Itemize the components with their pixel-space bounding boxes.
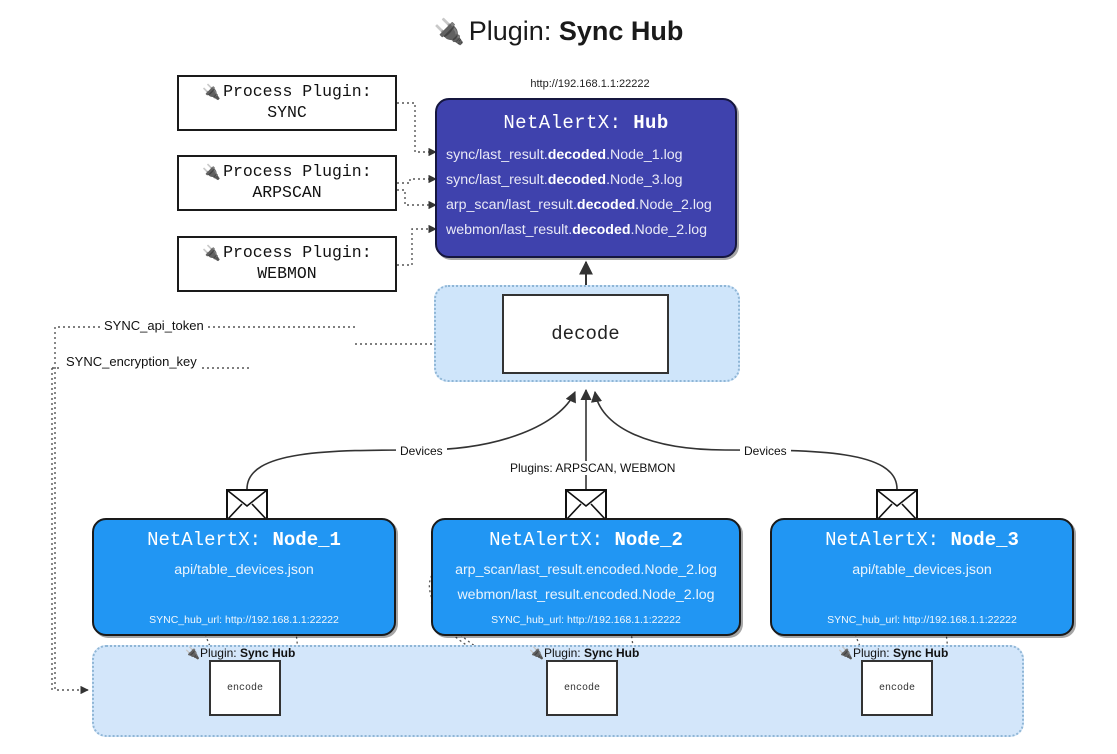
node-title: NetAlertX: Node_2 <box>489 529 683 551</box>
node-line: api/table_devices.json <box>174 562 314 578</box>
plug-icon: 🔌 <box>202 244 222 263</box>
plug-icon: 🔌 <box>202 163 222 182</box>
process-plugin-label: Process Plugin: <box>223 82 372 102</box>
page-title: 🔌Plugin: Sync Hub <box>0 16 1117 47</box>
hub-log-list: sync/last_result.decoded.Node_1.log sync… <box>437 143 735 243</box>
hub-title-prefix: NetAlertX: <box>503 112 622 134</box>
node-card-node-3[interactable]: NetAlertX: Node_3 api/table_devices.json… <box>770 518 1074 636</box>
process-plugin-label: Process Plugin: <box>223 243 372 263</box>
encode-box-node-3[interactable]: encode <box>861 660 933 716</box>
plug-icon: 🔌 <box>529 646 544 660</box>
plug-icon: 🔌 <box>202 83 222 102</box>
page-title-name: Sync Hub <box>558 16 684 46</box>
node-line-list: api/table_devices.json <box>94 558 394 583</box>
node-line-list: arp_scan/last_result.encoded.Node_2.log … <box>433 558 739 608</box>
hub-title: NetAlertX: Hub <box>437 112 735 134</box>
plug-icon: 🔌 <box>838 646 853 660</box>
env-api-token-label: SYNC_api_token <box>100 318 208 333</box>
plug-icon: 🔌 <box>433 18 465 46</box>
node-card-node-2[interactable]: NetAlertX: Node_2 arp_scan/last_result.e… <box>431 518 741 636</box>
plugin-caption-node-3: 🔌Plugin: Sync Hub <box>838 646 949 660</box>
node-hub-url: SYNC_hub_url: http://192.168.1.1:22222 <box>149 614 339 626</box>
envelope-icon <box>565 489 607 521</box>
node-title: NetAlertX: Node_3 <box>825 529 1019 551</box>
node-line: arp_scan/last_result.encoded.Node_2.log <box>455 562 717 578</box>
node-line: webmon/last_result.encoded.Node_2.log <box>457 587 715 603</box>
plugin-caption-node-1: 🔌Plugin: Sync Hub <box>185 646 296 660</box>
node-hub-url: SYNC_hub_url: http://192.168.1.1:22222 <box>491 614 681 626</box>
hub-log-entry: webmon/last_result.decoded.Node_2.log <box>446 222 708 238</box>
envelope-icon <box>876 489 918 521</box>
hub-url-label: http://192.168.1.1:22222 <box>530 78 650 90</box>
node-title: NetAlertX: Node_1 <box>147 529 341 551</box>
plug-icon: 🔌 <box>185 646 200 660</box>
hub-node[interactable]: NetAlertX: Hub sync/last_result.decoded.… <box>435 98 737 258</box>
process-plugin-name: ARPSCAN <box>252 183 322 202</box>
hub-title-name: Hub <box>633 112 669 134</box>
node-line-list: api/table_devices.json <box>772 558 1072 583</box>
hub-log-entry: sync/last_result.decoded.Node_3.log <box>446 172 683 188</box>
decode-box[interactable]: decode <box>502 294 669 374</box>
encode-box-node-2[interactable]: encode <box>546 660 618 716</box>
node-line: api/table_devices.json <box>852 562 992 578</box>
hub-log-entry: sync/last_result.decoded.Node_1.log <box>446 147 683 163</box>
edge-label-plugins: Plugins: ARPSCAN, WEBMON <box>506 461 680 475</box>
process-plugin-sync[interactable]: 🔌Process Plugin: SYNC <box>177 75 397 131</box>
process-plugin-arpscan[interactable]: 🔌Process Plugin: ARPSCAN <box>177 155 397 211</box>
process-plugin-name: SYNC <box>267 103 307 122</box>
encode-box-node-1[interactable]: encode <box>209 660 281 716</box>
edge-label-devices-left: Devices <box>396 444 447 458</box>
process-plugin-label: Process Plugin: <box>223 162 372 182</box>
plugin-caption-node-2: 🔌Plugin: Sync Hub <box>529 646 640 660</box>
process-plugin-webmon[interactable]: 🔌Process Plugin: WEBMON <box>177 236 397 292</box>
hub-log-entry: arp_scan/last_result.decoded.Node_2.log <box>446 197 712 213</box>
env-encryption-key-label: SYNC_encryption_key <box>62 354 201 369</box>
process-plugin-name: WEBMON <box>257 264 317 283</box>
edge-label-devices-right: Devices <box>740 444 791 458</box>
node-hub-url: SYNC_hub_url: http://192.168.1.1:22222 <box>827 614 1017 626</box>
envelope-icon <box>226 489 268 521</box>
page-title-prefix: Plugin: <box>468 16 552 46</box>
node-card-node-1[interactable]: NetAlertX: Node_1 api/table_devices.json… <box>92 518 396 636</box>
